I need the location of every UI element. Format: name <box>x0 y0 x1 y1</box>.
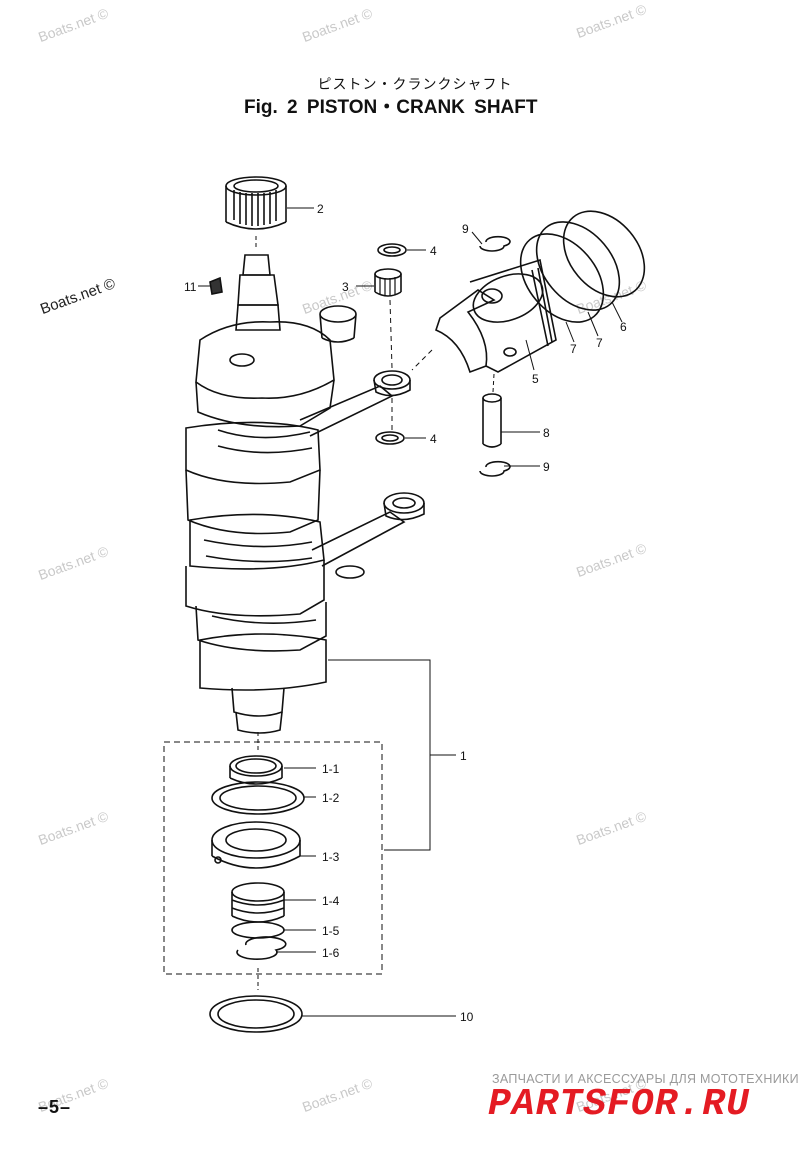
callout-label: 2 <box>317 202 324 216</box>
callout-label: 1-5 <box>322 924 340 938</box>
connecting-rod-upper <box>299 370 411 437</box>
small-end-bearing-part-3 <box>374 268 402 297</box>
callout-label: 1-2 <box>322 791 340 805</box>
crankshaft-assembly <box>185 254 357 734</box>
callout-label: 10 <box>460 1010 474 1024</box>
bearing-sleeve-part-1-1 <box>229 755 283 785</box>
callout-label: 1-6 <box>322 946 340 960</box>
promo-tagline: ЗАПЧАСТИ И АКСЕССУАРЫ ДЛЯ МОТОТЕХНИКИ <box>492 1072 799 1086</box>
piston-rings-part-6-7 <box>519 210 646 323</box>
shim-ring-part-10 <box>209 995 303 1033</box>
title-japanese: ピストン・クランクシャフト <box>317 77 513 93</box>
callout-label: 9 <box>543 460 550 474</box>
callout-label: 7 <box>570 342 577 356</box>
callout-label: 1-3 <box>322 850 340 864</box>
callout-label: 6 <box>620 320 627 334</box>
callout-label: 1-1 <box>322 762 340 776</box>
needle-bearing-part-2 <box>225 176 287 230</box>
sleeve-part-1-4 <box>231 882 285 923</box>
callout-label: 1 <box>460 749 467 763</box>
callout-label: 1-4 <box>322 894 340 908</box>
callout-label: 9 <box>462 222 469 236</box>
ball-bearing-part-1-3 <box>211 821 301 869</box>
piston-pin-part-8 <box>482 393 502 448</box>
callout-label: 4 <box>430 432 437 446</box>
woodruff-key-part-11 <box>209 276 223 295</box>
piston-part-5 <box>435 258 557 374</box>
callout-label: 3 <box>342 280 349 294</box>
callout-label: 7 <box>596 336 603 350</box>
plate-part-1-2 <box>211 781 305 815</box>
page-number: –5– <box>38 1097 72 1117</box>
connecting-rod-lower <box>311 492 425 579</box>
callout-label: 5 <box>532 372 539 386</box>
callout-label: 11 <box>184 280 197 294</box>
brand-logo: PARTSFOR.RU <box>488 1083 750 1126</box>
callout-label: 4 <box>430 244 437 258</box>
figure-title: Fig. 2 PISTON・CRANK SHAFT <box>244 97 538 118</box>
callout-label: 8 <box>543 426 550 440</box>
